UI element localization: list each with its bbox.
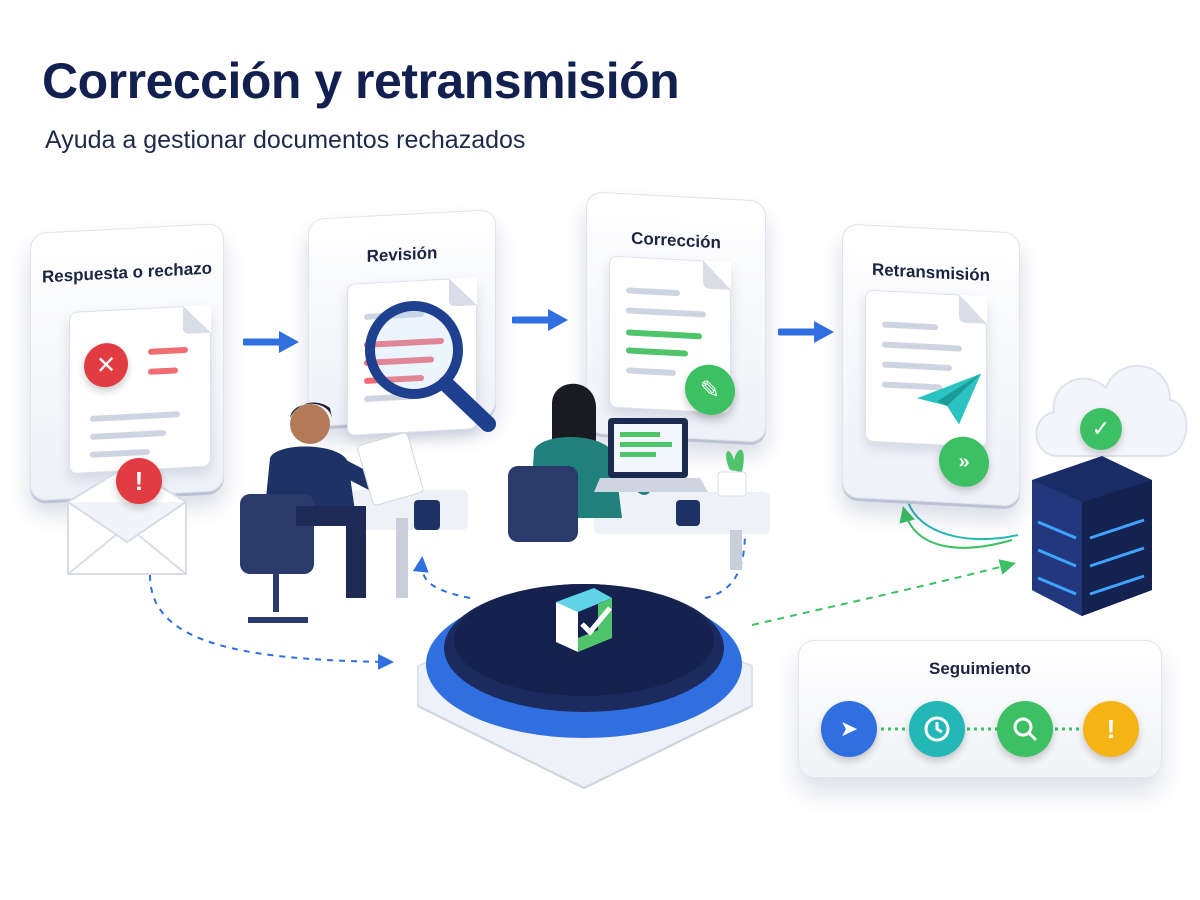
page-subtitle: Ayuda a gestionar documentos rechazados: [45, 126, 526, 154]
search-icon: [997, 701, 1053, 757]
paper-plane-icon: [917, 373, 981, 425]
server-icon: [1020, 450, 1160, 620]
magnifier-icon: [365, 301, 496, 432]
step-label-correction: Corrección: [631, 228, 721, 253]
connector-hub-to-review: [412, 556, 471, 599]
warning-icon: !: [1083, 701, 1139, 757]
step-label-review: Revisión: [366, 243, 438, 266]
connector-hub-to-correction: [704, 529, 746, 599]
arrow-right-icon-2: [512, 309, 568, 331]
arrow-right-icon-3: [778, 321, 834, 343]
step-card-response: Respuesta o rechazo ✕: [30, 222, 224, 502]
mug-icon: [414, 500, 440, 530]
close-icon: ✕: [84, 341, 128, 389]
central-hub-platform: [398, 556, 772, 796]
logo-icon: [556, 588, 612, 652]
step-label-response: Respuesta o rechazo: [41, 258, 213, 287]
alert-icon: !: [116, 458, 162, 504]
arrow-right-icon-1: [243, 331, 299, 353]
connector-reject-to-hub: [149, 574, 394, 670]
rejected-document: ✕: [69, 304, 211, 475]
page-title: Corrección y retransmisión: [42, 53, 680, 109]
tracking-dots: [881, 727, 1085, 731]
step-card-resend: Retransmisión »: [842, 223, 1020, 507]
connector-server-to-resend: [899, 506, 1013, 549]
reviewer-person: [240, 402, 468, 623]
connector-hub-to-server: [751, 559, 1016, 626]
tracking-panel: Seguimiento ➤ !: [798, 640, 1162, 778]
check-icon: ✓: [1080, 408, 1122, 450]
corrector-person: [508, 383, 770, 570]
paper-plane-icon: ➤: [821, 701, 877, 757]
tracking-label: Seguimiento: [928, 659, 1031, 678]
clock-icon: [909, 701, 965, 757]
envelope-icon: !: [62, 458, 192, 580]
step-label-resend: Retransmisión: [871, 259, 991, 286]
